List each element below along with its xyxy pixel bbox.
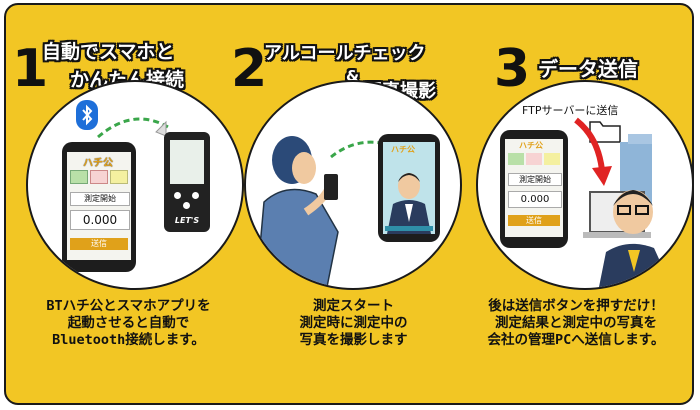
measure-start-button[interactable]: 測定開始 (70, 192, 130, 206)
device-buttons (174, 192, 200, 210)
device-screen (170, 140, 204, 184)
app-status-row (70, 170, 128, 184)
step-2-desc-line: 写真を撮影します (299, 332, 408, 348)
step-2-title-line1: アルコールチェック (264, 43, 426, 64)
person-measuring-illustration (255, 136, 387, 288)
smartphone-camera: ハチ公 (378, 134, 440, 242)
step-1-title-line1: 自動でスマホと (42, 41, 175, 63)
step-3-number: 3 (494, 39, 530, 99)
step-1-number: 1 (12, 39, 48, 99)
step-2-description: 測定スタート 測定時に測定中の 写真を撮影します (246, 298, 461, 349)
smartphone-app: ハチ公 測定開始 0.000 送信 (62, 142, 136, 272)
step-1-description: BTハチ公とスマホアプリを 起動させると自動で Bluetooth接続します。 (16, 298, 241, 349)
step-3-illustration: FTPサーバーに送信 ハチ公 (476, 80, 692, 290)
step-2-title-amp: & (346, 67, 360, 85)
ftp-caption: FTPサーバーに送信 (522, 104, 619, 117)
send-app-send-button[interactable]: 送信 (508, 215, 560, 226)
step-3-desc-line: 測定結果と測定中の写真を (495, 315, 657, 331)
step-1-desc-line: BTハチ公とスマホアプリを (46, 298, 211, 314)
reading-display: 0.000 (70, 210, 130, 230)
step-1-desc-line: Bluetooth接続します。 (52, 332, 205, 348)
step-3-desc-line: 後は送信ボタンを押すだけ！ (488, 298, 664, 314)
send-app-logo: ハチ公 (519, 141, 543, 150)
smartphone-send: ハチ公 測定開始 0.000 送信 (500, 130, 568, 248)
step-3-title: データ送信 (538, 57, 638, 81)
folder-icon (589, 121, 621, 143)
step-1-desc-line: 起動させると自動で (67, 315, 190, 331)
send-app-measure-button[interactable]: 測定開始 (508, 173, 562, 186)
step-3-description: 後は送信ボタンを押すだけ！ 測定結果と測定中の写真を 会社の管理PCへ送信します… (461, 298, 691, 349)
step-2-number: 2 (231, 39, 267, 99)
infographic-frame: 1 自動でスマホと かんたん接続 2 アルコールチェック & 写真撮影 3 デー… (4, 3, 694, 405)
app-logo: ハチ公 (83, 158, 113, 169)
step-2-illustration: ハチ公 (244, 80, 462, 290)
camera-app-logo: ハチ公 (391, 145, 415, 154)
step-2-desc-line: 測定スタート (313, 298, 394, 314)
camera-bottom-bar (385, 226, 433, 231)
step-2-desc-line: 測定時に測定中の (299, 315, 408, 331)
bluetooth-icon (76, 100, 98, 130)
bluetooth-connection-arc (97, 117, 169, 139)
breathalyzer-device: LET'S (164, 132, 210, 232)
device-brand: LET'S (174, 216, 200, 225)
send-app-status-row (508, 153, 560, 165)
captured-photo (387, 173, 431, 234)
data-transfer-illustration (574, 117, 673, 288)
step-3-desc-line: 会社の管理PCへ送信します。 (487, 332, 665, 348)
send-app-reading: 0.000 (508, 191, 562, 208)
send-button[interactable]: 送信 (70, 238, 128, 250)
step-1-illustration: ハチ公 測定開始 0.000 送信 LET'S (26, 80, 244, 290)
